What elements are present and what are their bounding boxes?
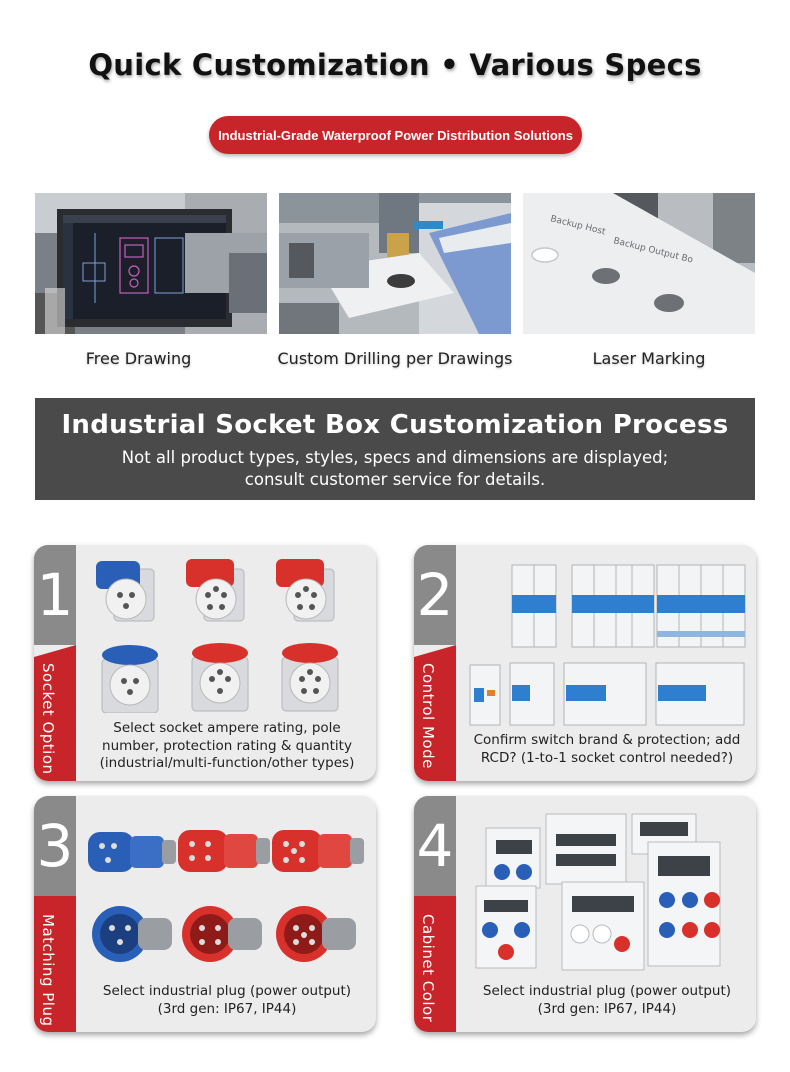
socket-options-icon <box>96 559 339 713</box>
step-description: Confirm switch brand & protection; add R… <box>458 732 756 767</box>
step-label: Matching Plug <box>39 914 57 1027</box>
desc-line: (3rd gen: IP67, IP44) <box>537 1000 677 1017</box>
step-number: 2 <box>416 561 454 629</box>
banner-subtitle: Not all product types, styles, specs and… <box>35 447 755 491</box>
desc-line: number, protection rating & quantity <box>102 737 352 754</box>
photo-caption-laser-marking: Laser Marking <box>592 349 706 368</box>
photo-caption-free-drawing: Free Drawing <box>85 349 192 368</box>
step-number: 3 <box>36 812 74 880</box>
desc-line: Select industrial plug (power output) <box>102 983 352 999</box>
subtitle-pill: Industrial-Grade Waterproof Power Distri… <box>209 116 582 154</box>
banner-subtitle-line-1: Not all product types, styles, specs and… <box>121 448 669 467</box>
desc-line: Confirm switch brand & protection; add <box>473 732 741 748</box>
step-number: 4 <box>416 812 454 880</box>
cnc-drilling-photo <box>279 193 511 334</box>
step-description: Select industrial plug (power output) (3… <box>458 983 756 1018</box>
desc-line: (3rd gen: IP67, IP44) <box>157 1000 297 1017</box>
laser-marked-panel-photo: Backup Host Backup Output Bo <box>523 193 755 334</box>
step-label: Control Mode <box>419 663 437 769</box>
cabinets-icon <box>475 813 721 971</box>
process-banner: Industrial Socket Box Customization Proc… <box>35 398 755 500</box>
banner-subtitle-line-2: consult customer service for details. <box>244 470 546 489</box>
photo-caption-custom-drilling: Custom Drilling per Drawings <box>277 349 513 368</box>
step-description: Select socket ampere rating, pole number… <box>78 720 376 773</box>
banner-title: Industrial Socket Box Customization Proc… <box>61 410 729 440</box>
desc-line: RCD? (1-to-1 socket control needed?) <box>480 749 734 766</box>
step-description: Select industrial plug (power output) (3… <box>78 983 376 1018</box>
cad-monitor-photo <box>35 193 267 334</box>
step-number: 1 <box>36 561 74 629</box>
page-title: Quick Customization • Various Specs <box>88 48 702 82</box>
step-card-control-mode: 2 Control Mode <box>414 545 756 781</box>
desc-line: (industrial/multi-function/other types) <box>99 755 355 771</box>
step-label: Socket Option <box>39 663 57 775</box>
plugs-icon <box>88 830 364 962</box>
step-card-matching-plug: 3 Matching Plug <box>34 796 376 1032</box>
step-card-cabinet-color: 4 Cabinet Color <box>414 796 756 1032</box>
step-card-socket-option: 1 Socket Option <box>34 545 376 781</box>
breakers-icon <box>469 564 746 726</box>
desc-line: Select industrial plug (power output) <box>482 983 732 999</box>
desc-line: Select socket ampere rating, pole <box>113 720 341 736</box>
step-label: Cabinet Color <box>419 914 437 1023</box>
